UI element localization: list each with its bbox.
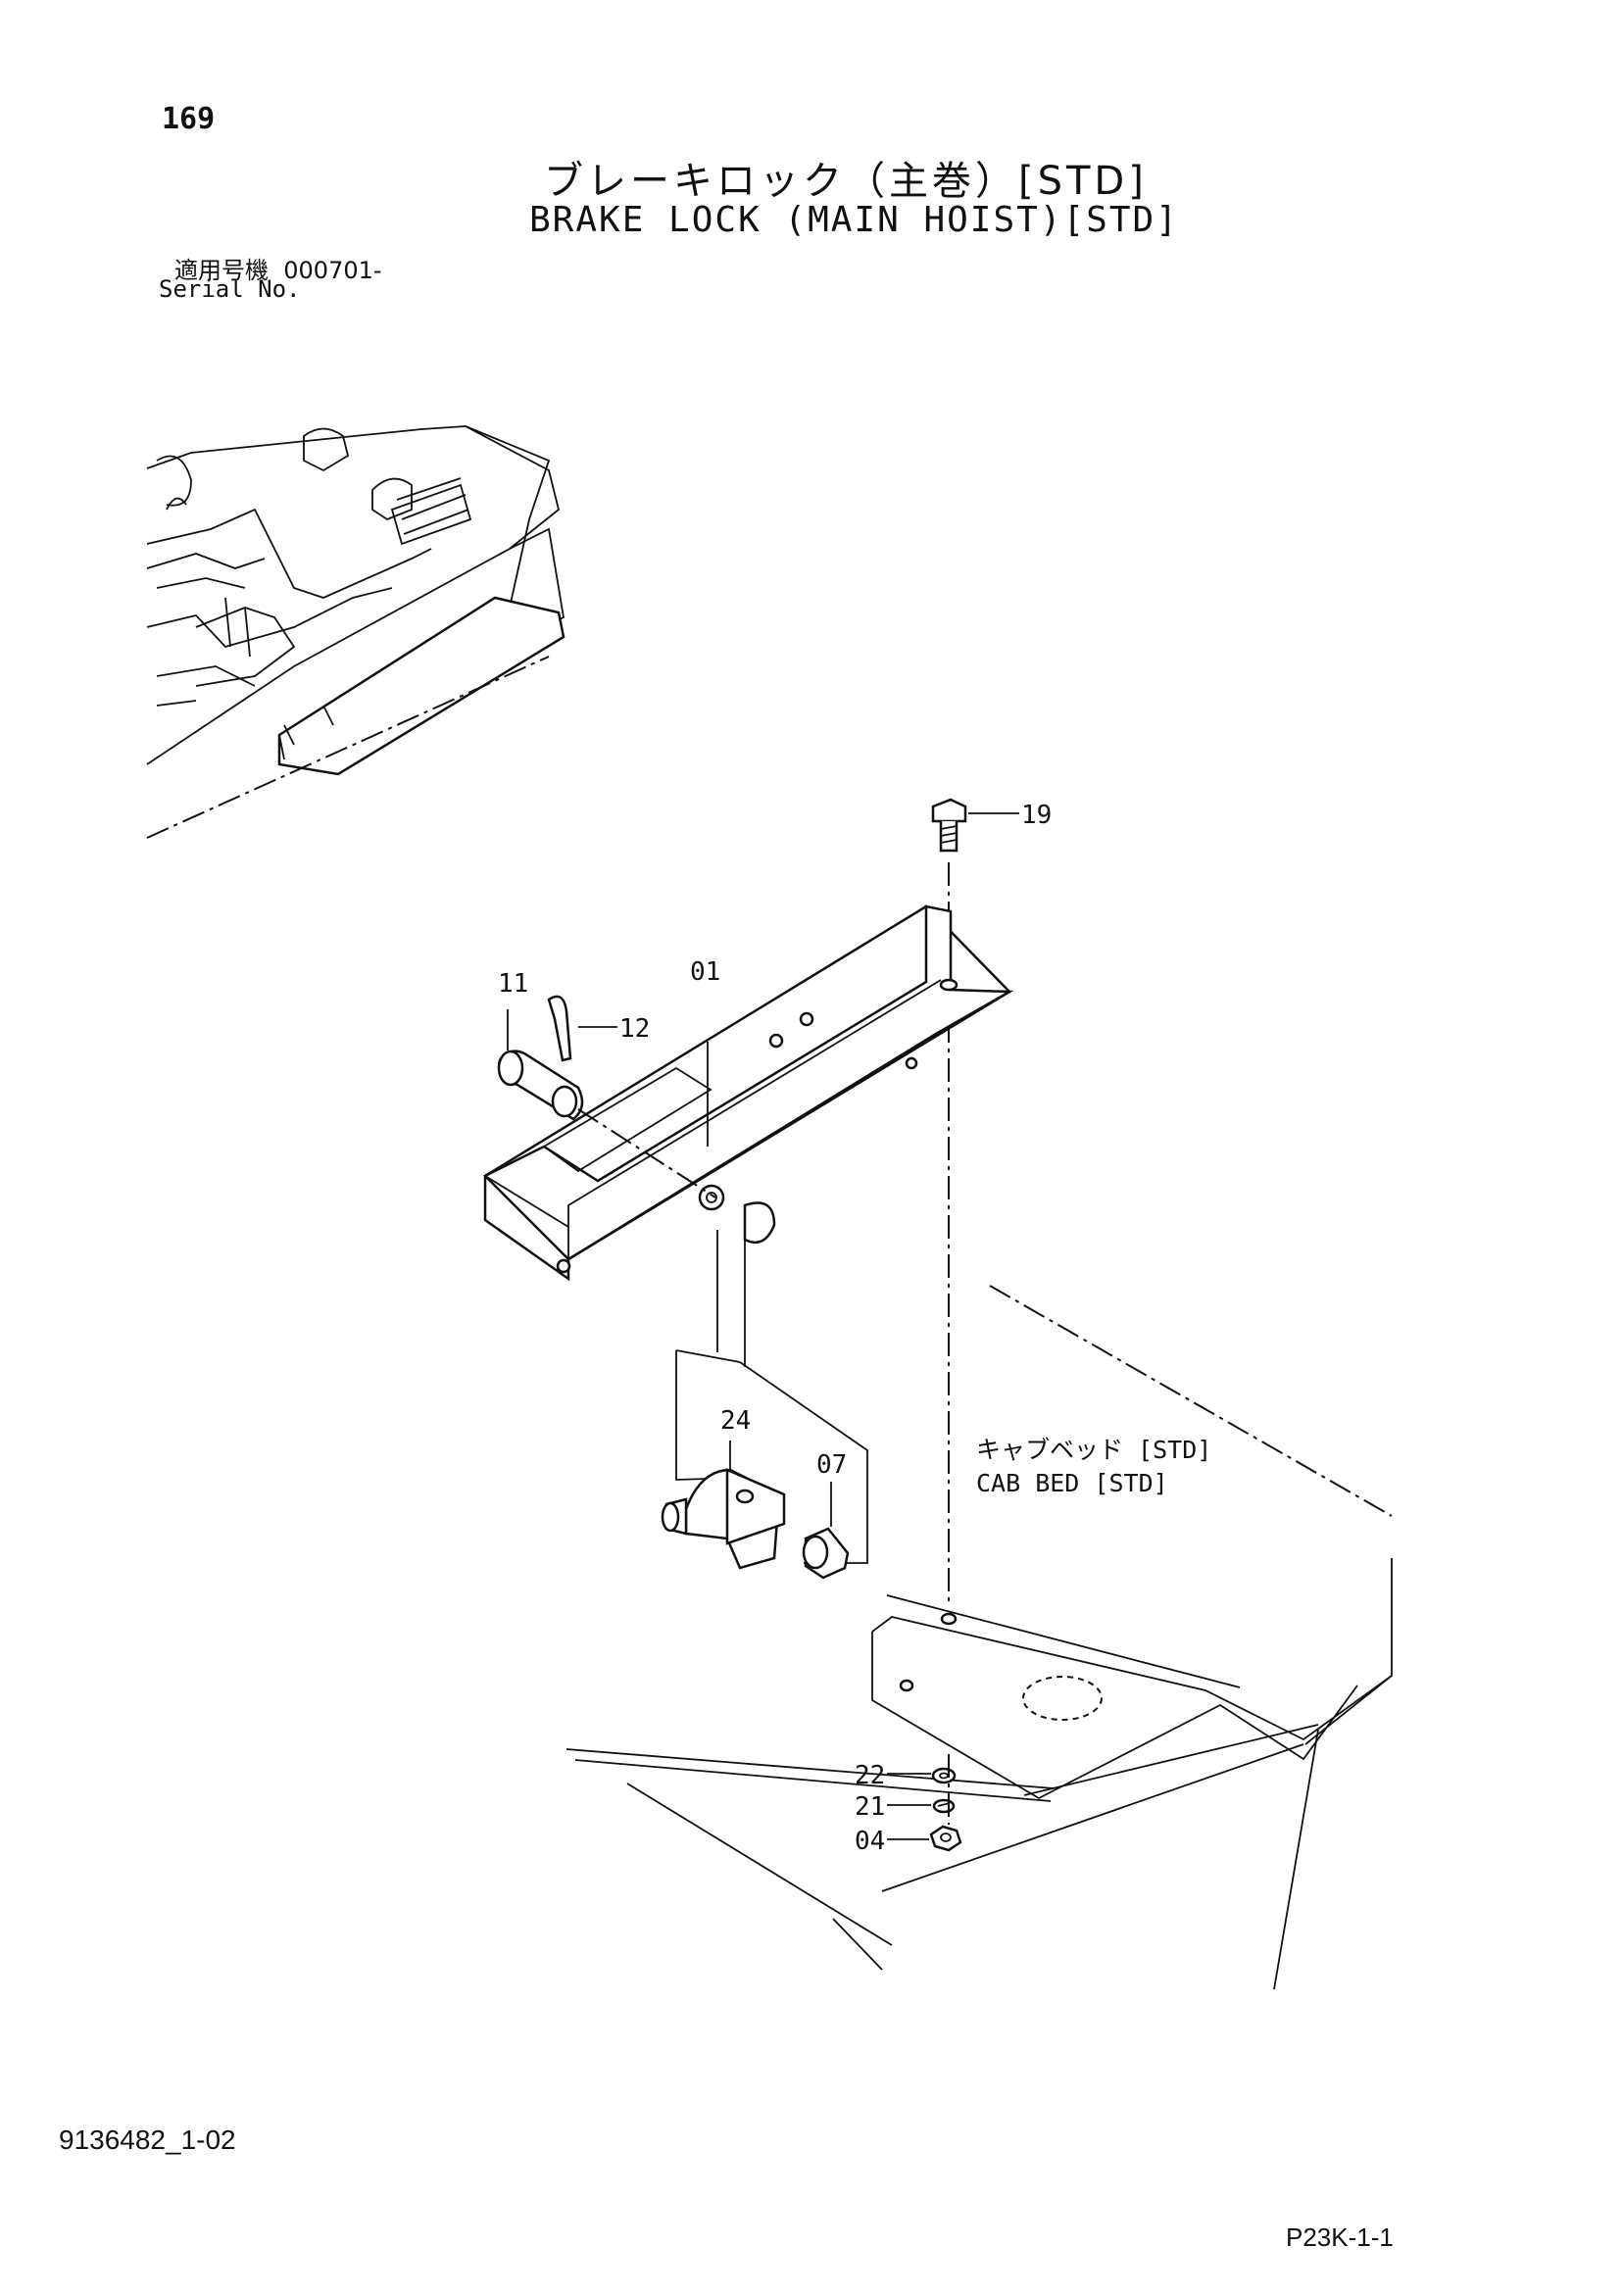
page-title-jp: ブレーキロック（主巻）[STD] <box>544 159 1148 204</box>
cab-bed-label-en: CAB BED [STD] <box>976 1469 1168 1497</box>
serial-label-jp-text: 適用号機 <box>174 257 269 284</box>
overview-inset <box>146 425 565 839</box>
cab-bed <box>565 1285 1393 1990</box>
callout-12: 12 <box>619 1014 650 1044</box>
pin-11 <box>497 1009 584 1121</box>
callout-07: 07 <box>816 1450 847 1480</box>
nut-04 <box>887 1825 962 1852</box>
callout-01: 01 <box>690 957 720 987</box>
page-title-en: BRAKE LOCK (MAIN HOIST)[STD] <box>529 200 1179 240</box>
lock-plate-24 <box>661 1230 868 1570</box>
bolt-19 <box>931 798 1019 853</box>
callout-19: 19 <box>1021 801 1052 830</box>
center-line-pin <box>577 1108 716 1198</box>
serial-label-jp: 適用号機 000701- <box>174 251 382 285</box>
serial-label-en: Serial No. <box>159 275 301 303</box>
callout-11: 11 <box>498 969 528 999</box>
cotter-pin-12 <box>547 995 617 1062</box>
cab-bed-label-jp: キャブベッド [STD] <box>976 1436 1211 1464</box>
page-number: 169 <box>162 102 216 136</box>
callout-21: 21 <box>855 1792 885 1822</box>
callout-22: 22 <box>855 1761 885 1790</box>
callout-04: 04 <box>855 1827 885 1856</box>
document-code: 9136482_1-02 <box>59 2125 236 2155</box>
page-code: P23K-1-1 <box>1286 2223 1394 2252</box>
serial-value: 000701- <box>283 257 382 284</box>
collar-07 <box>802 1482 850 1580</box>
callout-24: 24 <box>720 1406 751 1436</box>
bracket-01 <box>482 904 1014 1282</box>
spring-washer-21 <box>887 1798 956 1814</box>
